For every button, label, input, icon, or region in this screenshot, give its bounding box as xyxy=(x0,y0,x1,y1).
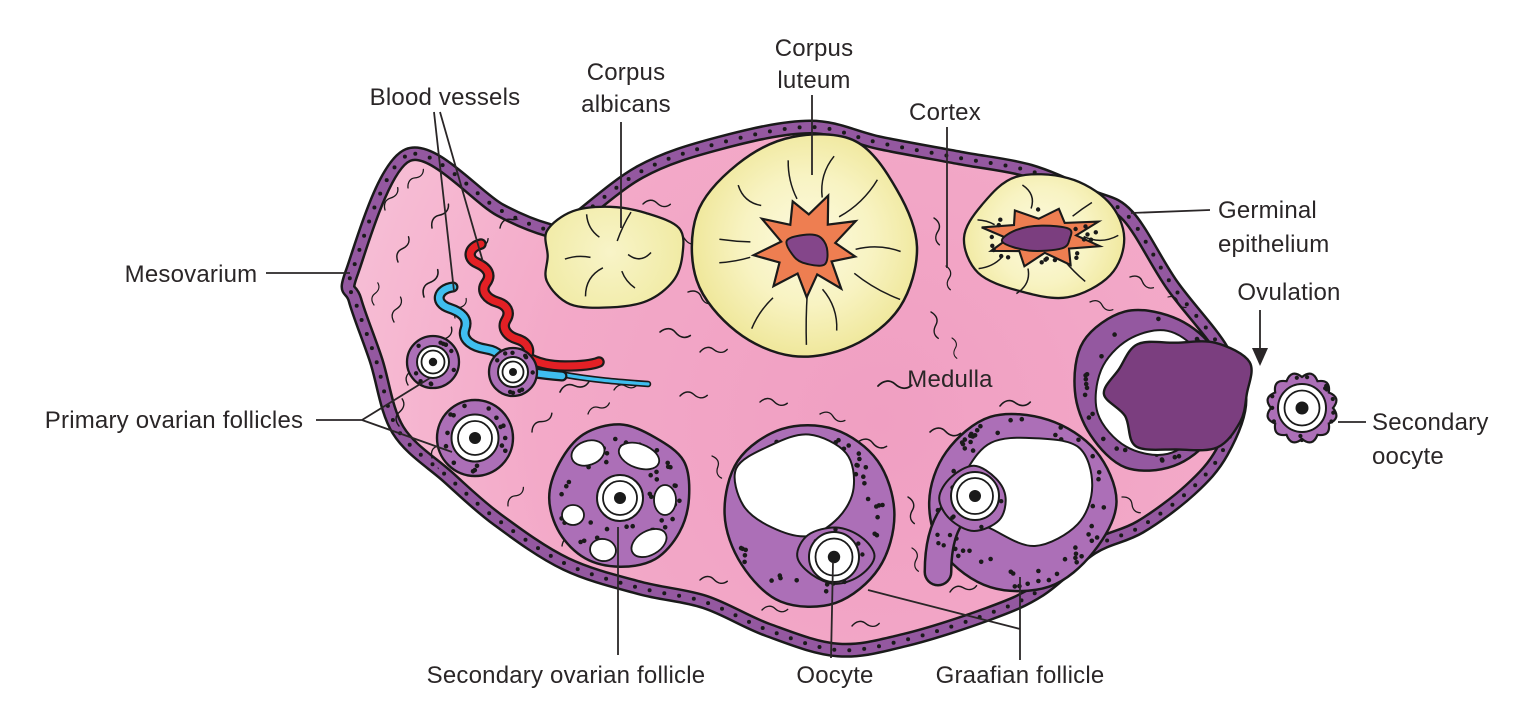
corpus-luteum xyxy=(690,133,919,358)
label-corpus-albicans-1: Corpus xyxy=(587,59,666,86)
graafian-follicle-right xyxy=(923,412,1118,593)
young-corpus-luteum-dots xyxy=(989,207,1099,265)
oocyte-nucleus xyxy=(428,357,438,367)
secondary-ovarian-follicle xyxy=(547,423,691,568)
label-corpus-luteum-1: Corpus xyxy=(775,35,854,62)
primary-ovarian-follicle-1 xyxy=(405,334,461,390)
label-ovulation: Ovulation xyxy=(1237,279,1340,306)
label-mesovarium: Mesovarium xyxy=(125,261,258,288)
expelled-mass xyxy=(1102,340,1253,452)
leader-graafian-follicle xyxy=(867,577,1021,660)
oocyte-nucleus xyxy=(509,368,517,376)
oocyte-nucleus xyxy=(827,550,841,564)
oocyte-nucleus xyxy=(469,432,481,444)
oocyte-nucleus xyxy=(1295,401,1309,415)
leader-blood-vessels-artery xyxy=(439,111,484,263)
label-oocyte: Oocyte xyxy=(796,662,873,689)
label-secondary-ovarian-follicle: Secondary ovarian follicle xyxy=(427,662,706,689)
label-graafian-follicle: Graafian follicle xyxy=(936,662,1105,689)
arrow-head xyxy=(1252,348,1268,366)
label-medulla: Medulla xyxy=(907,366,993,393)
label-secondary-oocyte-1: Secondary xyxy=(1372,409,1489,436)
labels: Blood vessels Corpus albicans Corpus lut… xyxy=(45,35,1489,689)
corpus-albicans-body xyxy=(544,205,685,309)
label-corpus-albicans-2: albicans xyxy=(581,91,671,118)
label-germinal-epithelium-1: Germinal xyxy=(1218,197,1317,224)
leader-germinal-epithelium xyxy=(1130,209,1211,214)
antrum-spaces xyxy=(561,439,677,562)
label-secondary-oocyte-2: oocyte xyxy=(1372,443,1444,470)
label-corpus-luteum-2: luteum xyxy=(777,67,850,94)
leader-lines xyxy=(266,95,1366,660)
blood-vessels xyxy=(433,238,652,388)
corpus-luteum-creases xyxy=(719,155,901,345)
primary-ovarian-follicle-2 xyxy=(487,346,539,398)
primary-ovarian-follicle-3 xyxy=(435,398,515,478)
corpus-albicans xyxy=(544,205,685,309)
graafian-follicle-left xyxy=(723,423,896,608)
oocyte-nucleus xyxy=(969,490,981,502)
ruptured-follicle xyxy=(1073,308,1253,472)
young-corpus-luteum xyxy=(962,173,1126,300)
ovulation-arrow xyxy=(1252,310,1268,366)
artery xyxy=(464,238,605,372)
label-cortex: Cortex xyxy=(909,99,981,126)
oocyte-nucleus xyxy=(614,492,626,504)
label-blood-vessels: Blood vessels xyxy=(370,84,521,111)
leader-blood-vessels-vein xyxy=(433,111,455,292)
leader-primary-follicles xyxy=(316,377,453,453)
label-germinal-epithelium-2: epithelium xyxy=(1218,231,1329,258)
leader-oocyte xyxy=(830,561,834,659)
label-primary-ovarian-follicles: Primary ovarian follicles xyxy=(45,407,303,434)
secondary-oocyte-cell xyxy=(1266,372,1338,444)
young-corpus-luteum-creases xyxy=(977,184,1119,295)
corpus-luteum-center-clot xyxy=(785,233,829,267)
corpus-albicans-creases xyxy=(564,211,652,297)
young-corpus-luteum-clot xyxy=(1000,224,1073,252)
